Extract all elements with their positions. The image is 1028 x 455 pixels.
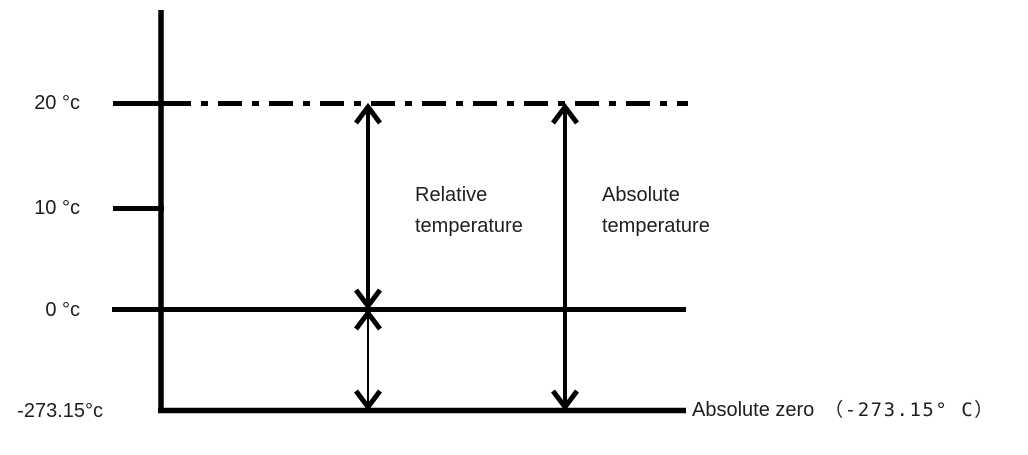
absolute-temperature-label-line1: Absolute <box>602 184 680 206</box>
arrowhead-up-icon <box>354 102 382 125</box>
tick-label-10c: 10 °c <box>34 197 80 219</box>
tick-label-20c: 20 °c <box>34 92 80 114</box>
absolute-zero-label: Absolute zero <box>692 399 815 421</box>
absolute-temperature-label-line2: temperature <box>602 215 710 237</box>
relative-temperature-label-line2: temperature <box>415 215 523 237</box>
relative-temperature-label: Relative temperature <box>415 180 523 242</box>
tick-label-0c: 0 °c <box>45 299 80 321</box>
relative-temperature-label-line1: Relative <box>415 184 488 206</box>
arrowhead-down-icon <box>551 389 579 412</box>
arrowhead-down-icon <box>354 288 382 311</box>
absolute-zero-annotation: Absolute zero （-273.15° C） <box>692 398 995 422</box>
zero-to-absolute-zero-arrow <box>354 308 382 412</box>
absolute-temperature-label: Absolute temperature <box>602 180 710 242</box>
tick-label-absolute-zero: -273.15°c <box>17 400 103 422</box>
arrowhead-down-icon <box>354 389 382 412</box>
absolute-temperature-arrow <box>551 102 579 412</box>
absolute-zero-value: （-273.15° C） <box>824 399 995 421</box>
arrowhead-up-icon <box>354 308 382 331</box>
arrowhead-up-icon <box>551 102 579 125</box>
relative-temperature-arrow <box>354 102 382 311</box>
